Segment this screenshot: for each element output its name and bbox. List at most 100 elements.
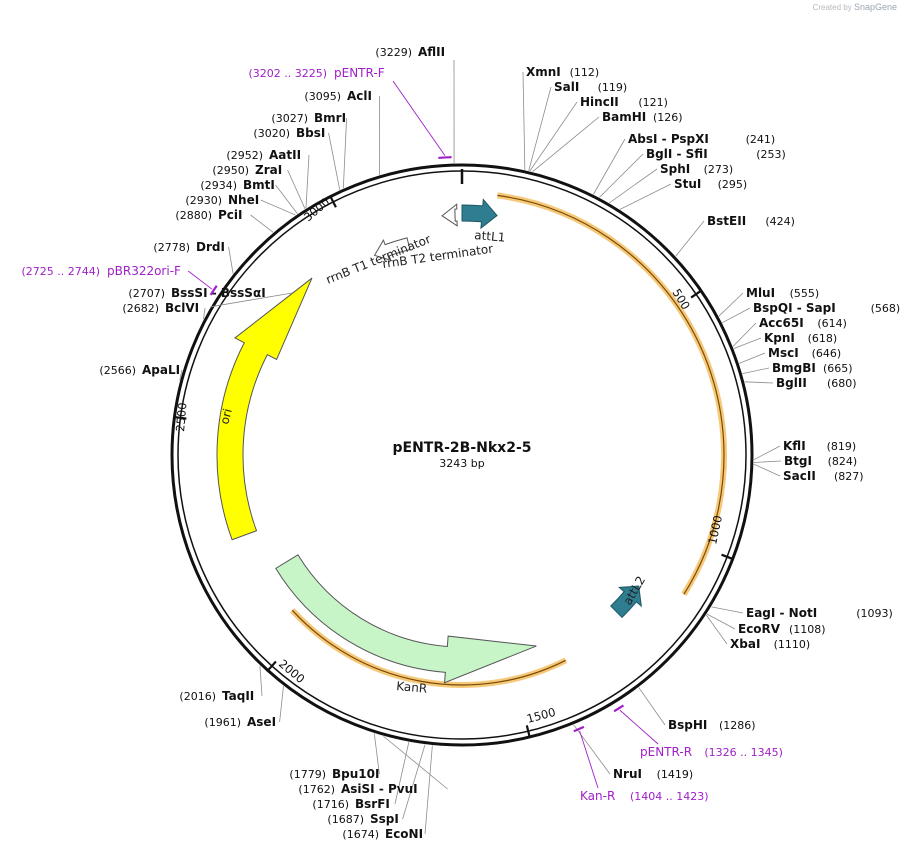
enzyme-name: SacII bbox=[783, 469, 816, 483]
ori-feature bbox=[216, 277, 313, 541]
enzyme-site: HincII(121) bbox=[580, 95, 668, 109]
enzyme-name: AbsI - PspXI bbox=[628, 132, 709, 146]
enzyme-position: (2952) bbox=[226, 149, 263, 162]
enzyme-leader-line bbox=[402, 744, 426, 820]
enzyme-leader-line bbox=[675, 220, 705, 257]
enzyme-site: MscI(646) bbox=[768, 346, 841, 360]
enzyme-leader-line bbox=[179, 369, 183, 381]
enzyme-name: SalI bbox=[554, 80, 579, 94]
enzyme-name: BmgBI bbox=[772, 361, 816, 375]
enzyme-site: BglI - SfiI(253) bbox=[646, 147, 786, 161]
primer-bar bbox=[209, 285, 218, 296]
enzyme-name: AclI bbox=[347, 89, 372, 103]
enzyme-name: BmtI bbox=[243, 178, 275, 192]
primer-site: pENTR-R (1326 .. 1345) bbox=[613, 704, 783, 759]
credit-brand: SnapGene bbox=[853, 2, 897, 12]
enzyme-position: (2566) bbox=[99, 364, 136, 377]
enzyme-position: (2950) bbox=[212, 164, 249, 177]
enzyme-leader-line bbox=[260, 199, 296, 216]
enzyme-leader-line bbox=[638, 687, 666, 726]
enzyme-name: BspQI - SapI bbox=[753, 301, 836, 315]
enzyme-name: SspI bbox=[370, 812, 399, 826]
scale-tick-1000 bbox=[721, 553, 735, 561]
enzyme-site: ZraI (2950) bbox=[212, 163, 282, 177]
enzyme-name: BtgI bbox=[784, 454, 812, 468]
enzyme-name: BssSI - BssSαI bbox=[171, 286, 266, 300]
enzyme-leader-line bbox=[528, 86, 552, 171]
primer-leader-line bbox=[392, 80, 446, 156]
primer-range: (1326 .. 1345) bbox=[704, 746, 783, 759]
enzyme-leader-line bbox=[342, 117, 347, 189]
enzyme-name: AflII bbox=[418, 45, 445, 59]
enzyme-position: (295) bbox=[718, 178, 748, 191]
insert-line-inner bbox=[291, 609, 567, 686]
enzyme-leader-line bbox=[744, 381, 774, 384]
enzyme-site: BamHI(126) bbox=[602, 110, 683, 124]
enzyme-name: BglII bbox=[776, 376, 807, 390]
enzyme-leader-line bbox=[753, 463, 781, 477]
attl1-feature bbox=[461, 198, 498, 230]
enzyme-position: (1110) bbox=[774, 638, 811, 651]
enzyme-leader-line bbox=[706, 613, 736, 630]
primer-bar bbox=[438, 156, 452, 160]
enzyme-name: EcoRV bbox=[738, 622, 781, 636]
enzyme-position: (1779) bbox=[289, 768, 326, 781]
enzyme-site: BbsI(3020) bbox=[253, 126, 325, 140]
enzyme-leader-line bbox=[722, 307, 751, 324]
enzyme-position: (2930) bbox=[185, 194, 222, 207]
enzyme-name: KpnI bbox=[764, 331, 795, 345]
rrnb-t1-terminator-feature bbox=[373, 237, 411, 262]
enzyme-position: (1286) bbox=[719, 719, 756, 732]
enzyme-leader-line bbox=[753, 460, 782, 463]
enzyme-site: AbsI - PspXI(241) bbox=[628, 132, 775, 146]
enzyme-position: (2880) bbox=[175, 209, 212, 222]
scale-tick-2000 bbox=[266, 660, 277, 672]
kanr-label: KanR bbox=[396, 679, 428, 696]
enzyme-site: SalI(119) bbox=[554, 80, 627, 94]
primer-range: (1404 .. 1423) bbox=[630, 790, 709, 803]
enzyme-name: AseI bbox=[247, 715, 276, 729]
primer-name: pENTR-R bbox=[640, 745, 692, 759]
enzyme-leader-line bbox=[328, 132, 341, 190]
enzyme-site: SacII(827) bbox=[783, 469, 864, 483]
enzyme-leader-line bbox=[753, 445, 781, 461]
enzyme-leader-line bbox=[250, 214, 274, 233]
enzyme-position: (253) bbox=[756, 148, 786, 161]
enzyme-position: (1961) bbox=[204, 716, 241, 729]
enzyme-name: Acc65I bbox=[759, 316, 804, 330]
enzyme-site: BmgBI(665) bbox=[772, 361, 853, 375]
enzyme-name: XmnI bbox=[526, 65, 561, 79]
enzyme-site: AseI (1961) bbox=[204, 715, 276, 729]
enzyme-name: BbsI bbox=[296, 126, 325, 140]
enzyme-site: SspI(1687) bbox=[327, 812, 398, 826]
enzyme-site: Acc65I (614) bbox=[759, 316, 847, 330]
enzyme-position: (614) bbox=[817, 317, 847, 330]
primer-leader-line bbox=[187, 270, 213, 290]
enzyme-site: BstEII(424) bbox=[707, 214, 795, 228]
enzyme-leader-line bbox=[287, 169, 306, 209]
primer-range: (2725 .. 2744) bbox=[21, 265, 100, 278]
enzyme-position: (1716) bbox=[312, 798, 349, 811]
enzyme-name: Bpu10I bbox=[332, 767, 379, 781]
enzyme-name: SphI bbox=[660, 162, 690, 176]
enzyme-leader-line bbox=[619, 183, 672, 210]
enzyme-name: AatII bbox=[269, 148, 301, 162]
enzyme-name: BclVI bbox=[165, 301, 199, 315]
enzyme-site: BsrFI(1716) bbox=[312, 797, 389, 811]
enzyme-site: AflII(3229) bbox=[375, 45, 445, 59]
leader-lines bbox=[179, 59, 782, 835]
enzyme-leader-line bbox=[718, 292, 744, 317]
enzyme-leader-line bbox=[228, 246, 234, 274]
enzyme-name: BmrI bbox=[314, 111, 346, 125]
credit-prefix: Created by bbox=[812, 3, 852, 12]
site-labels: AflII(3229)XmnI(112)SalI(119)HincII(121)… bbox=[21, 45, 900, 841]
enzyme-leader-line bbox=[522, 71, 526, 170]
enzyme-name: ZraI bbox=[255, 163, 282, 177]
enzyme-position: (2682) bbox=[122, 302, 159, 315]
enzyme-position: (1108) bbox=[789, 623, 826, 636]
enzyme-name: XbaI bbox=[730, 637, 760, 651]
enzyme-leader-line bbox=[742, 367, 770, 375]
enzyme-name: BamHI bbox=[602, 110, 646, 124]
enzyme-leader-line bbox=[705, 614, 728, 645]
